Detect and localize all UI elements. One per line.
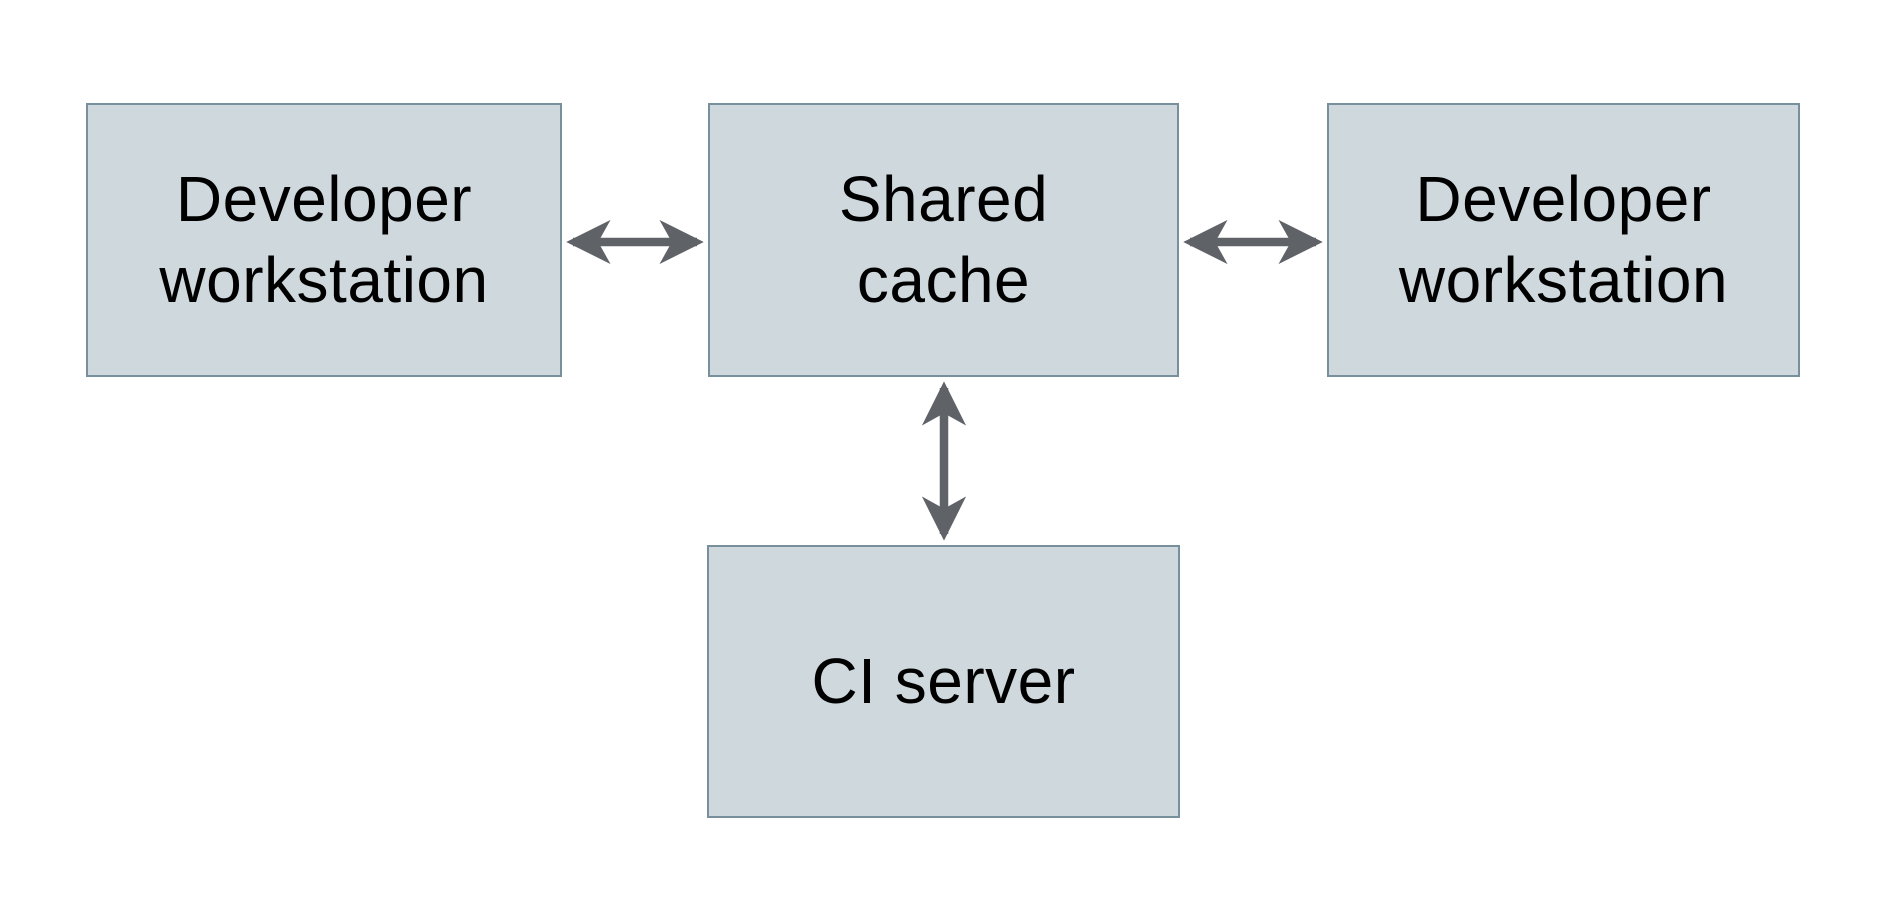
node-label-line: Shared — [838, 163, 1049, 236]
node-label-line: cache — [856, 244, 1031, 316]
node-developer-workstation-right: Developer workstation — [1327, 103, 1800, 377]
node-label-line: workstation — [159, 244, 489, 316]
node-label-line: Developer — [1415, 163, 1712, 236]
node-ci-server: CI server — [707, 545, 1180, 818]
node-label-line: CI server — [811, 645, 1076, 718]
node-label-line: workstation — [1398, 244, 1729, 316]
bidirectional-arrow-shared-cache-ci-server — [921, 381, 967, 541]
node-label-line: Developer — [175, 163, 473, 236]
bidirectional-arrow-shared-cache-right-workstation — [1183, 219, 1323, 265]
node-shared-cache: Shared cache — [708, 103, 1179, 377]
node-developer-workstation-left: Developer workstation — [86, 103, 562, 377]
bidirectional-arrow-left-workstation-shared-cache — [566, 219, 704, 265]
